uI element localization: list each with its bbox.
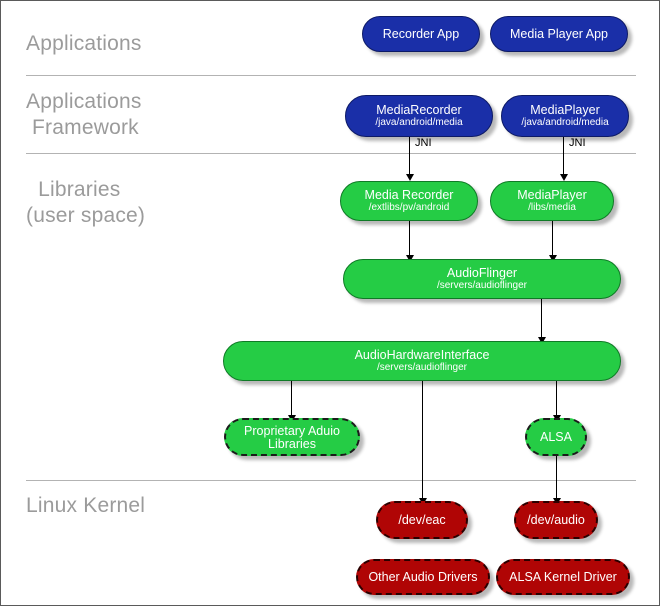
edge-label-jni-left: JNI (415, 137, 432, 149)
connector-media-player-to-audioflinger (552, 221, 553, 257)
node-proprietary-audio-libraries[interactable]: Proprietary Aduio Libraries (224, 418, 360, 456)
node-recorder-app-title: Recorder App (382, 27, 460, 41)
node-audio-flinger[interactable]: AudioFlinger /servers/audioflinger (343, 259, 621, 299)
node-audio-hardware-interface-path: /servers/audioflinger (376, 362, 468, 373)
node-media-recorder-library[interactable]: Media Recorder /extlibs/pv/android (340, 181, 478, 221)
node-dev-audio[interactable]: /dev/audio (514, 501, 598, 539)
divider-applications-framework (26, 153, 636, 154)
node-proprietary-audio-libraries-title: Proprietary Aduio (244, 424, 340, 438)
connector-mediaplayer-jni (563, 137, 564, 176)
layer-label-linux-kernel: Linux Kernel (26, 494, 146, 517)
node-audio-hardware-interface-title: AudioHardwareInterface (354, 348, 490, 362)
node-alsa-title: ALSA (540, 430, 572, 444)
node-media-recorder-framework-path: /java/android/media (375, 117, 463, 128)
node-media-player-framework[interactable]: MediaPlayer /java/android/media (501, 95, 629, 137)
connector-ahi-to-dev-eac (422, 381, 423, 500)
node-audio-hardware-interface[interactable]: AudioHardwareInterface /servers/audiofli… (223, 341, 621, 381)
node-media-player-framework-title: MediaPlayer (530, 103, 600, 117)
connector-alsa-to-dev-audio (556, 456, 557, 500)
node-dev-audio-title: /dev/audio (527, 513, 585, 527)
layer-label-applications-framework: Applications Framework (26, 90, 142, 139)
node-alsa[interactable]: ALSA (525, 418, 587, 456)
node-other-audio-drivers-title: Other Audio Drivers (368, 570, 478, 584)
node-media-player-library-title: MediaPlayer (517, 188, 587, 202)
divider-applications (26, 75, 636, 76)
connector-ahi-to-proprietary-libs (291, 381, 292, 417)
node-dev-eac[interactable]: /dev/eac (376, 501, 468, 539)
layer-label-libraries: Libraries (user space) (26, 178, 146, 227)
connector-ahi-to-alsa (556, 381, 557, 417)
connector-media-recorder-to-audioflinger (409, 221, 410, 257)
arrowhead-mediarecorder-jni (406, 174, 414, 181)
node-recorder-app[interactable]: Recorder App (362, 16, 480, 52)
node-media-player-framework-path: /java/android/media (521, 117, 609, 128)
node-media-player-app[interactable]: Media Player App (490, 16, 628, 52)
node-audio-flinger-path: /servers/audioflinger (436, 280, 528, 291)
node-audio-flinger-title: AudioFlinger (446, 266, 518, 280)
node-alsa-kernel-driver-title: ALSA Kernel Driver (509, 570, 617, 584)
node-other-audio-drivers[interactable]: Other Audio Drivers (356, 559, 490, 595)
connector-audioflinger-to-audiohardwareinterface (541, 299, 542, 339)
layer-label-applications: Applications (26, 32, 142, 55)
node-media-recorder-library-path: /extlibs/pv/android (368, 202, 450, 213)
arrowhead-mediaplayer-jni (560, 174, 568, 181)
node-media-player-app-title: Media Player App (510, 27, 608, 41)
node-proprietary-audio-libraries-subtitle: Libraries (268, 437, 316, 451)
connector-mediarecorder-jni (409, 137, 410, 176)
node-media-player-library-path: /libs/media (528, 202, 576, 213)
node-media-recorder-framework-title: MediaRecorder (376, 103, 462, 117)
node-dev-eac-title: /dev/eac (398, 513, 446, 527)
node-media-player-library[interactable]: MediaPlayer /libs/media (490, 181, 614, 221)
edge-label-jni-right: JNI (569, 137, 586, 149)
node-alsa-kernel-driver[interactable]: ALSA Kernel Driver (496, 559, 630, 595)
divider-libraries (26, 480, 636, 481)
node-media-recorder-framework[interactable]: MediaRecorder /java/android/media (345, 95, 493, 137)
node-media-recorder-library-title: Media Recorder (364, 188, 454, 202)
